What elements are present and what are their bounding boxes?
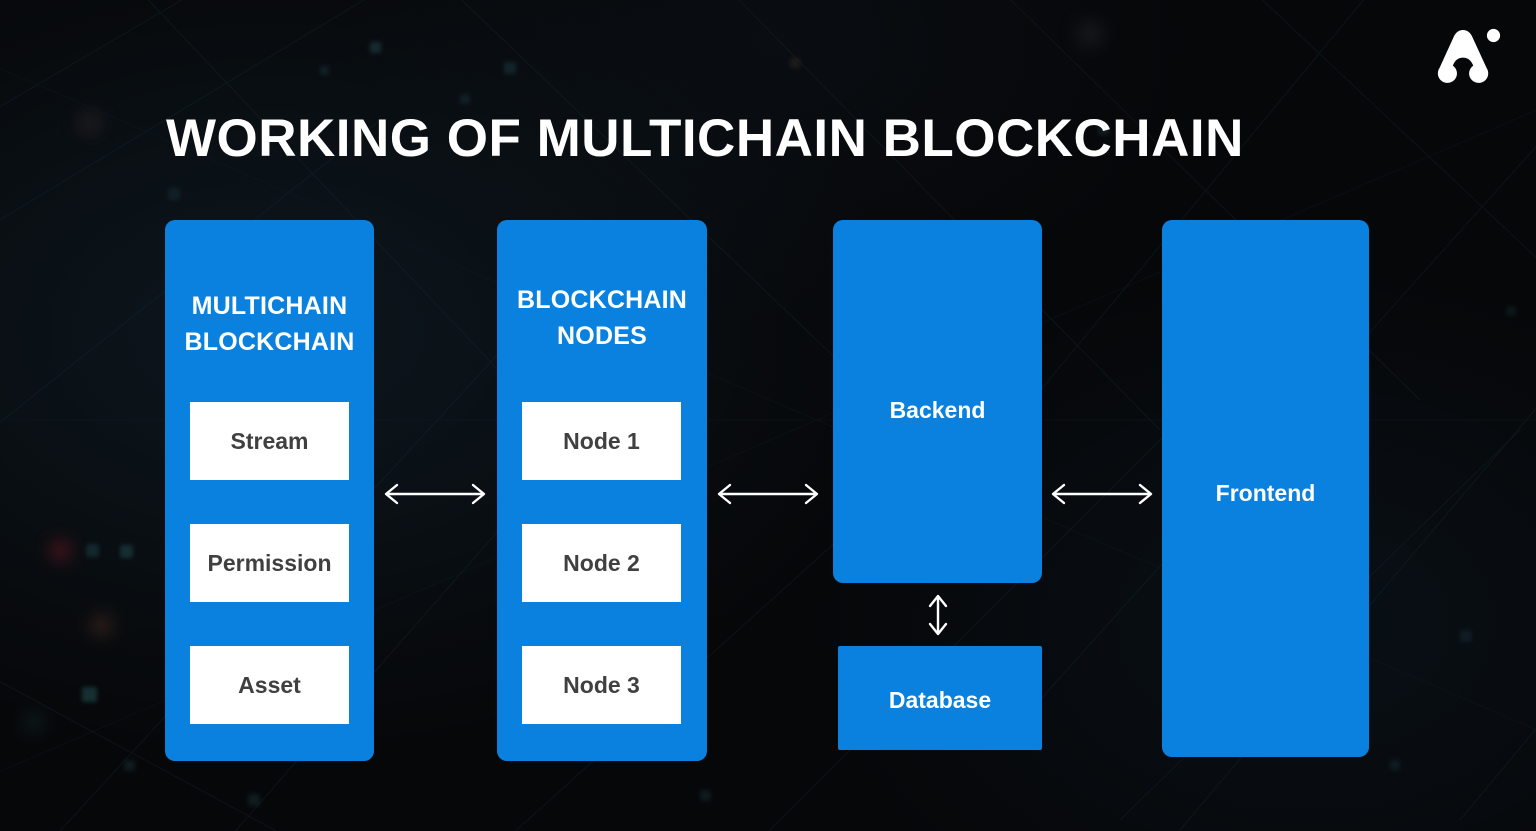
chip-node-2[interactable]: Node 2 [522,524,681,602]
connector-backend-to-frontend [1051,483,1153,505]
panel-nodes-title-line2: NODES [557,322,647,350]
connector-nodes-to-backend [717,483,819,505]
panel-backend: Backend [833,220,1042,583]
brand-logo-a-mark [1437,28,1501,83]
connector-multichain-to-nodes [384,483,486,505]
chip-node-1[interactable]: Node 1 [522,402,681,480]
panel-multichain-title-line2: BLOCKCHAIN [184,328,355,356]
chip-node-1-label: Node 1 [563,427,640,454]
panel-multichain-title-line1: MULTICHAIN [191,292,348,320]
panel-nodes-title: BLOCKCHAIN NODES [497,282,707,354]
panel-multichain-blockchain: MULTICHAIN BLOCKCHAIN Stream Permission … [165,220,374,761]
panel-nodes-title-line1: BLOCKCHAIN [516,286,688,314]
panel-frontend: Frontend [1162,220,1369,757]
panel-blockchain-nodes: BLOCKCHAIN NODES Node 1 Node 2 Node 3 [497,220,707,761]
frontend-label: Frontend [1215,480,1316,506]
chip-node-3[interactable]: Node 3 [522,646,681,724]
panel-database: Database [838,646,1042,750]
chip-stream-label: Stream [230,427,309,454]
chip-node-2-label: Node 2 [563,549,640,576]
backend-label: Backend [889,397,986,423]
panel-multichain-title: MULTICHAIN BLOCKCHAIN [165,288,374,360]
chip-asset-label: Asset [238,671,301,698]
chip-stream[interactable]: Stream [190,402,349,480]
connector-backend-to-database [928,594,948,636]
page-title: WORKING OF MULTICHAIN BLOCKCHAIN [166,109,1244,168]
database-label: Database [888,687,992,713]
chip-permission-label: Permission [207,549,332,576]
chip-asset[interactable]: Asset [190,646,349,724]
chip-permission[interactable]: Permission [190,524,349,602]
chip-node-3-label: Node 3 [563,671,640,698]
